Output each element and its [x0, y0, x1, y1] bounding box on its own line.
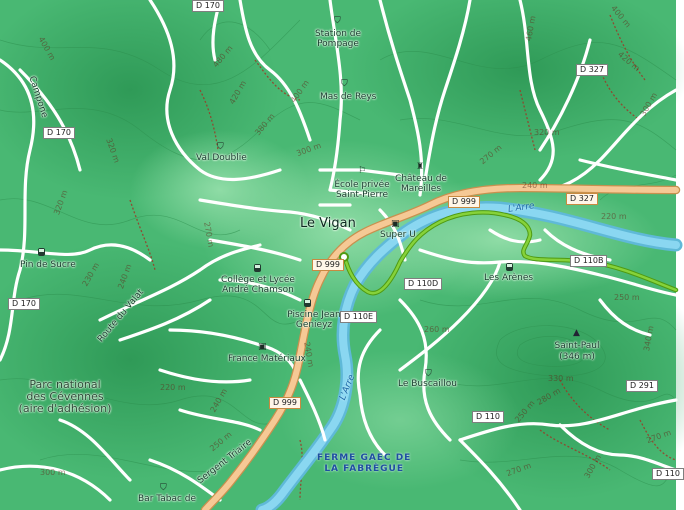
- pumping-station-icon: ⛉: [425, 369, 432, 379]
- road-shield-d999-south[interactable]: D 999: [269, 397, 301, 409]
- poi-station-de-pompage[interactable]: Station de Pompage: [314, 29, 362, 49]
- contour-label: 220 m: [601, 212, 627, 221]
- poi-france-materiaux[interactable]: France Matériaux: [228, 354, 306, 364]
- poi-piscine[interactable]: Piscine Jean Genieyz: [287, 310, 341, 330]
- farm-label-line2: LA FABRÈGUE: [324, 464, 405, 474]
- poi-mas-de-reys[interactable]: Mas de Reys: [320, 92, 377, 102]
- poi-pin-de-sucre[interactable]: Pin de Sucre: [20, 260, 76, 270]
- pumping-station-icon: ⛉: [341, 79, 348, 89]
- castle-icon: ♜: [416, 162, 425, 172]
- poi-val-doublie[interactable]: Val Doublie: [196, 153, 247, 163]
- poi-ecole-saint-pierre[interactable]: École privée Saint-Pierre: [334, 180, 390, 200]
- bus-stop-icon: [304, 299, 311, 307]
- poi-college-lycee[interactable]: Collège et Lycée André Chamson: [221, 275, 295, 295]
- bus-stop-icon: [38, 248, 45, 256]
- poi-les-arenes[interactable]: Les Arènes: [484, 273, 534, 283]
- road-shield-d170-top[interactable]: D 170: [192, 0, 224, 12]
- road-shield-d110d[interactable]: D 110D: [404, 278, 443, 290]
- town-label-le-vigan[interactable]: Le Vigan: [300, 216, 356, 231]
- road-shield-d110-south[interactable]: D 110: [472, 411, 504, 423]
- poi-chateau-de-mareilles[interactable]: Château de Mareilles: [395, 174, 447, 194]
- bus-stop-icon: [506, 263, 513, 271]
- contour-label: 220 m: [160, 383, 186, 392]
- footpaths: [129, 14, 677, 501]
- poi-le-buscaillou[interactable]: Le Buscaillou: [398, 379, 457, 389]
- road-shield-d170-left[interactable]: D 170: [43, 127, 75, 139]
- shop-icon: ▣: [391, 219, 400, 229]
- farm-label-line1: FERME GAEC DE: [317, 453, 412, 463]
- road-shield-d110b[interactable]: D 110B: [570, 255, 608, 267]
- peak-saint-paul-elevation: (346 m): [559, 352, 595, 362]
- poi-super-u[interactable]: Super U: [380, 230, 416, 240]
- contour-label: 330 m: [548, 374, 574, 383]
- pumping-station-icon: ⛉: [334, 16, 341, 26]
- road-shield-d110e[interactable]: D 110E: [340, 311, 378, 323]
- contour-label: 260 m: [424, 325, 450, 334]
- contour-lines: [0, 19, 677, 487]
- road-shield-d327-top[interactable]: D 327: [576, 64, 608, 76]
- pumping-station-icon: ⛉: [160, 483, 167, 493]
- road-shield-d999-east[interactable]: D 999: [448, 196, 480, 208]
- peak-saint-paul[interactable]: Saint-Paul: [554, 341, 600, 351]
- park-label: Parc national des Cévennes (aire d'adhés…: [18, 378, 112, 415]
- road-shield-d327-right[interactable]: D 327: [566, 193, 598, 205]
- bus-stop-icon: [254, 264, 261, 272]
- poi-bar-tabac[interactable]: Bar Tabac de: [138, 494, 197, 504]
- farm-label[interactable]: FERME GAEC DE LA FABRÈGUE: [317, 453, 411, 475]
- contour-label: 240 m: [522, 181, 548, 190]
- road-shield-d999-center[interactable]: D 999: [312, 259, 344, 271]
- contour-label: 250 m: [614, 293, 640, 302]
- road-shield-d110-right[interactable]: D 110: [652, 468, 684, 480]
- peak-icon: ▲: [573, 328, 580, 338]
- school-icon: ⚐: [358, 166, 367, 176]
- road-shield-d291[interactable]: D 291: [626, 380, 658, 392]
- contour-label: 320 m: [534, 128, 560, 137]
- pumping-station-icon: ⛉: [217, 142, 224, 152]
- shop-icon: ▣: [258, 342, 267, 352]
- road-shield-d170-bottom-left[interactable]: D 170: [8, 298, 40, 310]
- river-arre: [255, 201, 683, 510]
- contour-label: 300 m: [40, 468, 66, 477]
